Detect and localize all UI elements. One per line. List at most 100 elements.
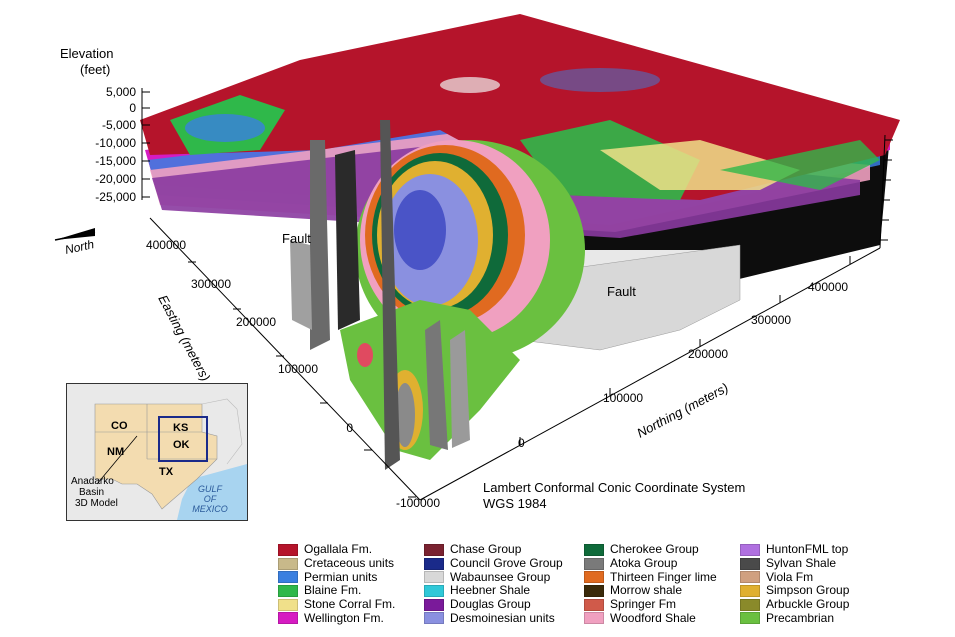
legend-column-2: Chase Group Council Grove Group Wabaunse… — [424, 543, 563, 625]
legend-column-3: Cherokee Group Atoka Group Thirteen Fing… — [584, 543, 717, 625]
legend-label: Cherokee Group — [610, 542, 699, 557]
inset-model-label: Anadarko Basin 3D Model — [71, 476, 118, 509]
legend-swatch — [278, 571, 298, 584]
northing-axis-title: Northing (meters) — [634, 380, 730, 441]
inset-state-co: CO — [111, 420, 128, 432]
coordinate-system-note: Lambert Conformal Conic Coordinate Syste… — [483, 480, 745, 512]
northing-ticks — [519, 256, 851, 445]
legend-swatch — [278, 612, 298, 625]
elevation-tick-label: -5,000 — [102, 118, 136, 132]
northing-tick-label: 200000 — [688, 347, 728, 361]
legend-swatch — [278, 584, 298, 597]
inset-state-ok: OK — [173, 439, 190, 451]
easting-tick-label: 300000 — [191, 277, 231, 291]
northing-axis-line — [419, 247, 881, 501]
inset-gulf-line1: GULF — [197, 484, 222, 494]
legend-item: Chase Group — [424, 543, 563, 557]
legend-swatch — [584, 584, 604, 597]
inset-state-tx: TX — [159, 466, 174, 478]
legend-item: Wellington Fm. — [278, 611, 395, 625]
easting-tick-label: -100000 — [396, 496, 440, 510]
easting-tick-label: 100000 — [278, 362, 318, 376]
legend-item: Council Grove Group — [424, 557, 563, 571]
lower-red-pod — [357, 343, 373, 367]
legend-item: Thirteen Finger lime — [584, 570, 717, 584]
legend-label: Simpson Group — [766, 583, 850, 598]
legend-swatch — [424, 571, 444, 584]
legend-item: Desmoinesian units — [424, 611, 563, 625]
legend-swatch — [584, 612, 604, 625]
legend-label: Douglas Group — [450, 597, 531, 612]
legend-label: Desmoinesian units — [450, 610, 555, 625]
right-edge-ticks — [880, 139, 893, 241]
legend-swatch — [424, 612, 444, 625]
legend-label: Sylvan Shale — [766, 556, 837, 571]
inset-state-nm: NM — [107, 446, 125, 458]
legend-swatch — [424, 598, 444, 611]
legend-column-4: HuntonFML top Sylvan Shale Viola Fm Simp… — [740, 543, 849, 625]
legend-label: Woodford Shale — [610, 610, 696, 625]
inset-gulf-line2: OF — [203, 494, 217, 504]
legend-swatch — [740, 584, 760, 597]
fault-label-right: Fault — [607, 284, 636, 299]
basin-council-grove — [394, 190, 446, 270]
inset-map-graphic — [67, 384, 247, 520]
elevation-tick-label: -10,000 — [95, 136, 136, 150]
legend-swatch — [740, 571, 760, 584]
inset-model-label-line3: 3D Model — [75, 498, 118, 509]
outcrop-blue-west — [185, 114, 265, 142]
legend-item: Simpson Group — [740, 584, 849, 598]
northing-tick-label: 400000 — [808, 280, 848, 294]
fault-plane-left-4 — [380, 120, 400, 470]
northing-tick-label: 300000 — [751, 313, 791, 327]
legend-item: Ogallala Fm. — [278, 543, 395, 557]
legend-swatch — [278, 557, 298, 570]
legend-label: Cretaceous units — [304, 556, 395, 571]
legend-label: Heebner Shale — [450, 583, 531, 598]
fault-plane-left-2 — [335, 150, 360, 330]
northing-tick-label: 0 — [518, 436, 525, 450]
north-arrow-label: North — [64, 237, 96, 257]
legend-swatch — [424, 584, 444, 597]
legend-swatch — [740, 557, 760, 570]
fault-plane-center-2 — [450, 330, 470, 448]
legend-label: Permian units — [304, 569, 378, 584]
inset-gulf-line3: MEXICO — [192, 504, 228, 514]
legend-label: Springer Fm — [610, 597, 677, 612]
legend-swatch — [740, 543, 760, 556]
elevation-ticks — [142, 91, 150, 198]
legend-label: Morrow shale — [610, 583, 683, 598]
legend-label: Blaine Fm. — [304, 583, 362, 598]
easting-axis-line — [149, 217, 421, 501]
legend-item: Wabaunsee Group — [424, 570, 563, 584]
outcrop-white-patch — [440, 77, 500, 93]
viola-plug-core — [395, 383, 415, 447]
legend-label: HuntonFML top — [766, 542, 849, 557]
legend-label: Ogallala Fm. — [304, 542, 373, 557]
easting-axis-title: Easting (meters) — [155, 292, 213, 383]
legend-label: Chase Group — [450, 542, 522, 557]
inset-model-label-line2: Basin — [79, 487, 105, 498]
north-arrow-icon — [54, 228, 96, 241]
easting-tick-label: 400000 — [146, 238, 186, 252]
legend-item: Douglas Group — [424, 598, 563, 612]
legend-label: Thirteen Finger lime — [610, 569, 717, 584]
fault-plane-left-1 — [310, 140, 330, 350]
legend-column-1: Ogallala Fm. Cretaceous units Permian un… — [278, 543, 395, 625]
legend-swatch — [584, 598, 604, 611]
legend-item: Sylvan Shale — [740, 557, 849, 571]
fault-label-left: Fault — [282, 231, 311, 246]
location-inset-map: CO KS NM OK TX Anadarko Basin 3D Model G… — [66, 383, 248, 521]
right-vertical-edge — [879, 134, 886, 249]
elevation-tick-label: -25,000 — [95, 190, 136, 204]
legend-item: Heebner Shale — [424, 584, 563, 598]
legend-swatch — [278, 598, 298, 611]
legend-item: Springer Fm — [584, 598, 717, 612]
legend-swatch — [424, 543, 444, 556]
easting-tick-label: 200000 — [236, 315, 276, 329]
legend-label: Viola Fm — [766, 569, 814, 584]
legend-item: Permian units — [278, 570, 395, 584]
legend-label: Precambrian — [766, 610, 835, 625]
formation-legend: Ogallala Fm. Cretaceous units Permian un… — [278, 543, 955, 635]
legend-swatch — [584, 543, 604, 556]
